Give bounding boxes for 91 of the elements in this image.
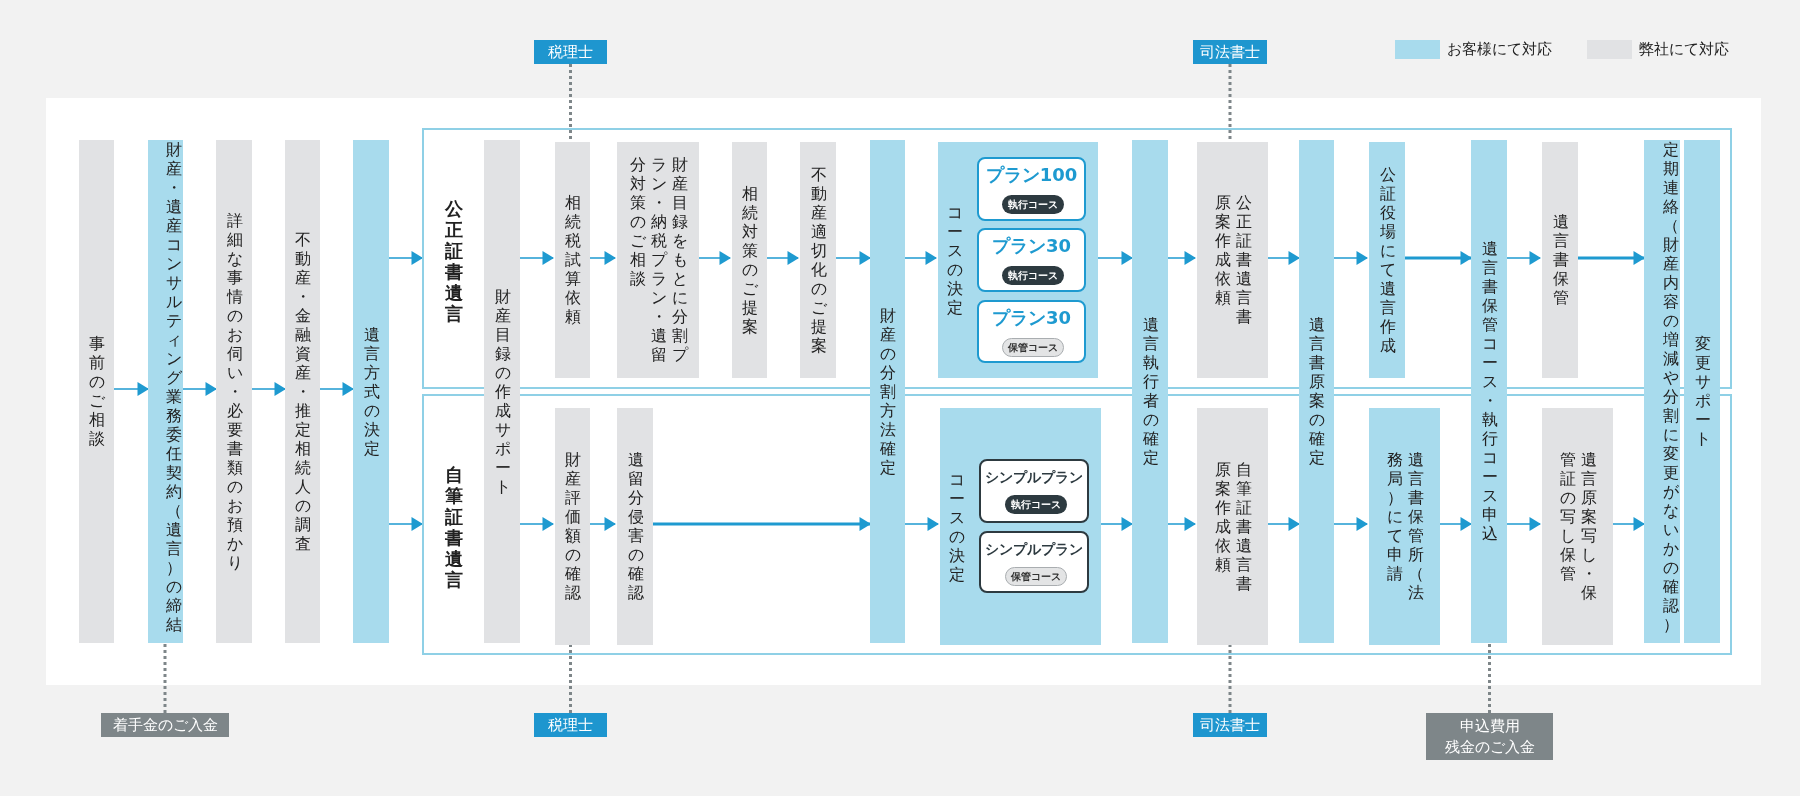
step-box: 定期連絡（財産内容の増減や分割に変更がないかの確認） bbox=[1644, 140, 1680, 643]
arrow bbox=[833, 251, 872, 265]
arrow bbox=[1403, 251, 1473, 265]
step-box: 公正証書遺言書原案作成依頼 bbox=[1197, 142, 1268, 378]
arrow bbox=[1610, 517, 1646, 531]
step-text: コースの決定 bbox=[945, 202, 964, 319]
arrow bbox=[1576, 251, 1646, 265]
arrow bbox=[182, 382, 218, 396]
arrow bbox=[1098, 517, 1134, 531]
step-box: 不動産適切化のご提案 bbox=[800, 142, 836, 378]
tag-line: 残金のご入金 bbox=[1444, 736, 1535, 758]
arrow bbox=[1506, 517, 1542, 531]
leader-line bbox=[1228, 643, 1232, 713]
leader-line bbox=[569, 643, 572, 713]
step-box: 遺留分侵害の確認 bbox=[617, 408, 653, 645]
step-box: 公証役場にて遺言作成 bbox=[1369, 142, 1405, 378]
arrow bbox=[1167, 517, 1197, 531]
arrow bbox=[319, 382, 355, 396]
course-badge: 保管コース bbox=[1002, 338, 1064, 357]
plan-name: プラン100 bbox=[984, 163, 1079, 187]
arrow bbox=[1095, 251, 1134, 265]
plan-card bbox=[977, 228, 1086, 292]
arrow bbox=[651, 517, 872, 531]
plan-name: プラン30 bbox=[990, 234, 1073, 258]
leader-line bbox=[1488, 643, 1491, 713]
step-box: 財産評価額の確認 bbox=[555, 408, 590, 645]
step-box: 財産の分割方法確定 bbox=[870, 140, 905, 643]
role-tag: 税理士 bbox=[534, 713, 607, 737]
step-box: 遺言書保管 bbox=[1542, 142, 1578, 378]
plan-card bbox=[977, 300, 1086, 363]
step-box: 遺言方式の決定 bbox=[353, 140, 389, 643]
course-box bbox=[938, 142, 1098, 378]
leader-line bbox=[163, 643, 167, 713]
arrow bbox=[587, 251, 617, 265]
step-text: コースの決定 bbox=[947, 469, 966, 586]
leader-line bbox=[1228, 64, 1232, 140]
course-badge: 執行コース bbox=[1005, 495, 1067, 514]
step-box: 事前のご相談 bbox=[79, 140, 114, 643]
arrow bbox=[1506, 251, 1542, 265]
step-box: 遺言執行者の確定 bbox=[1132, 140, 1168, 643]
plan-card bbox=[979, 531, 1089, 593]
step-box: 遺言書原案の確定 bbox=[1299, 140, 1334, 643]
arrow bbox=[696, 251, 732, 265]
step-box: 相続対策のご提案 bbox=[732, 142, 767, 378]
arrow bbox=[904, 517, 940, 531]
plan-name: シンプルプラン bbox=[984, 469, 1084, 487]
step-box: 遺言書保管所（法務局）にて申請 bbox=[1369, 408, 1440, 645]
plan-name: シンプルプラン bbox=[984, 541, 1084, 559]
plan-name: プラン30 bbox=[990, 306, 1073, 330]
arrow bbox=[1167, 251, 1197, 265]
role-tag: 司法書士 bbox=[1193, 713, 1267, 737]
arrow bbox=[1265, 251, 1301, 265]
step-box: 財産目録をもとに分割プラン・納税プラン・遺留分対策のご相談 bbox=[617, 142, 699, 378]
role-tag: 司法書士 bbox=[1193, 40, 1267, 64]
arrow bbox=[1265, 517, 1301, 531]
payment-tag: 着手金のご入金 bbox=[101, 713, 229, 737]
arrow bbox=[587, 517, 617, 531]
arrow bbox=[519, 517, 555, 531]
plan-card bbox=[977, 157, 1086, 221]
arrow bbox=[251, 382, 287, 396]
leader-line bbox=[569, 64, 572, 140]
step-box: 遺言原案写し・保管証の写し保管 bbox=[1542, 408, 1613, 645]
role-tag: 税理士 bbox=[534, 40, 607, 64]
arrow bbox=[1333, 251, 1369, 265]
step-box: 遺言書保管コース・執行コース申込 bbox=[1471, 140, 1507, 643]
step-box: 変更サポート bbox=[1684, 140, 1720, 643]
course-badge: 保管コース bbox=[1005, 567, 1067, 586]
step-box: 相続税試算依頼 bbox=[555, 142, 590, 378]
course-badge: 執行コース bbox=[1002, 195, 1064, 214]
legend-label: 弊社にて対応 bbox=[1639, 40, 1729, 59]
step-box: 不動産・金融資産・推定相続人の調査 bbox=[285, 140, 320, 643]
arrow bbox=[904, 251, 938, 265]
payment-tag bbox=[1426, 713, 1553, 760]
step-box: 自筆証書遺言書原案作成依頼 bbox=[1197, 408, 1268, 645]
step-box: 財産・遺産コンサルティング業務委任契約（遺言）の締結 bbox=[148, 140, 183, 643]
legend-label: お客様にて対応 bbox=[1447, 40, 1552, 59]
arrow bbox=[1333, 517, 1369, 531]
arrow bbox=[764, 251, 800, 265]
arrow bbox=[388, 517, 424, 531]
group-label: 公正証書遺言 bbox=[443, 197, 464, 326]
step-box: 詳細な事情のお伺い・必要書類のお預かり bbox=[216, 140, 252, 643]
step-box: 財産目録の作成サポート bbox=[484, 140, 520, 643]
arrow bbox=[519, 251, 555, 265]
tag-line: 申込費用 bbox=[1459, 715, 1520, 737]
course-badge: 執行コース bbox=[1002, 266, 1064, 285]
arrow bbox=[388, 251, 424, 265]
course-box bbox=[940, 408, 1101, 645]
group-label: 自筆証書遺言 bbox=[443, 463, 464, 592]
arrow bbox=[113, 382, 150, 396]
arrow bbox=[1437, 517, 1473, 531]
plan-card bbox=[979, 459, 1089, 523]
